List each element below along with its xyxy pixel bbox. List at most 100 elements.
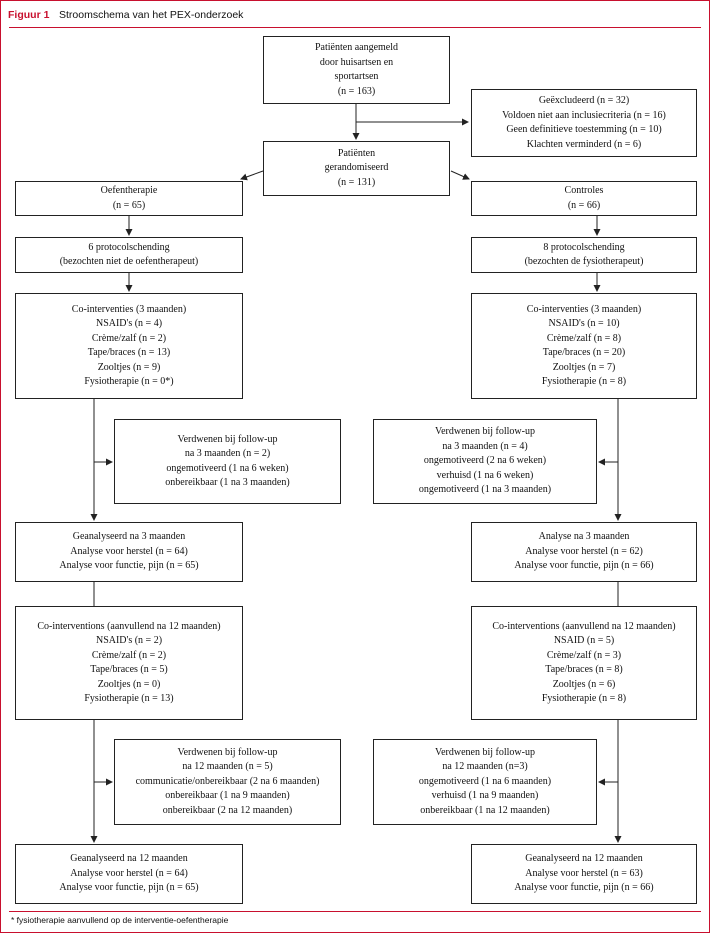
box-line: Co-interventies (3 maanden)	[526, 303, 642, 315]
box-line: Analyse voor functie, pijn (n = 66)	[514, 882, 654, 894]
box-line: ongemotiveerd (1 na 6 maanden)	[418, 775, 552, 787]
connector-to-controles	[450, 170, 470, 180]
figure-title: Stroomschema van het PEX-onderzoek	[59, 9, 244, 21]
box-cointerventions-3m-left: Co-interventies (3 maanden)NSAID's (n = …	[15, 293, 243, 399]
box-line: Analyse voor herstel (n = 64)	[70, 867, 188, 879]
box-line: Geen definitieve toestemming (n = 10)	[506, 124, 662, 135]
box-line: Zooltjes (n = 0)	[97, 678, 161, 690]
box-line: Patiënten aangemeld	[314, 42, 399, 53]
footnote: * fysiotherapie aanvullend op de interve…	[11, 915, 229, 925]
figure-label: Figuur 1	[8, 9, 50, 21]
box-line: Co-interventions (aanvullend na 12 maand…	[37, 620, 221, 632]
box-protocol-violation-right: 8 protocolschending (bezochten de fysioth…	[471, 237, 697, 273]
box-line: communicatie/onbereikbaar (2 na 6 maande…	[135, 775, 320, 787]
box-excluded: Geëxcludeerd (n = 32) Voldoen niet aan in…	[471, 89, 697, 157]
box-line: Analyse voor functie, pijn (n = 66)	[514, 560, 654, 572]
box-randomised: Patiënten gerandomiseerd (n = 131)	[263, 141, 450, 196]
box-patients-registered: Patiënten aangemeld door huisartsen en spo…	[263, 36, 450, 104]
box-lost-followup-12m-left: Verdwenen bij follow-up na 12 maanden (n …	[114, 739, 341, 825]
box-line: Geanalyseerd na 3 maanden	[72, 531, 186, 543]
box-line: NSAID's (n = 2)	[95, 635, 163, 646]
box-line: Fysiotherapie (n = 13)	[84, 693, 174, 704]
box-line: sportartsen	[334, 71, 379, 82]
box-line: Geëxcludeerd (n = 32)	[538, 95, 630, 106]
box-line: na 3 maanden (n = 4)	[442, 440, 528, 452]
box-line: door huisartsen en	[319, 56, 394, 68]
figure-header: Figuur 1 Stroomschema van het PEX-onderz…	[1, 1, 709, 27]
box-line: Co-interventions (aanvullend na 12 maand…	[492, 620, 676, 632]
box-line: Tape/braces (n = 20)	[542, 347, 626, 358]
box-line: Crème/zalf (n = 2)	[91, 649, 167, 661]
box-line: Patiënten	[337, 147, 376, 159]
box-line: Oefentherapie	[100, 185, 158, 196]
box-exercise-therapy: Oefentherapie (n = 65)	[15, 181, 243, 216]
box-line: onbereikbaar (1 na 12 maanden)	[420, 804, 550, 816]
box-line: onbereikbaar (1 na 3 maanden)	[165, 477, 290, 488]
box-lost-followup-3m-right: Verdwenen bij follow-up na 3 maanden (n =…	[373, 419, 597, 504]
box-line: Verdwenen bij follow-up	[435, 426, 535, 438]
box-line: Analyse voor herstel (n = 64)	[70, 545, 188, 557]
box-line: gerandomiseerd	[324, 162, 389, 174]
box-line: Zooltjes (n = 7)	[552, 361, 616, 373]
box-line: na 3 maanden (n = 2)	[184, 448, 271, 459]
box-line: Verdwenen bij follow-up	[177, 433, 278, 445]
box-line: (n = 65)	[112, 199, 146, 211]
box-line: na 12 maanden (n=3)	[442, 761, 528, 773]
box-line: ongemotiveerd (1 na 6 weken)	[166, 462, 289, 474]
connector-to-oefentherapie	[240, 170, 264, 181]
box-line: 6 protocolschending	[88, 241, 170, 253]
box-controls: Controles (n = 66)	[471, 181, 697, 216]
box-lost-followup-12m-right: Verdwenen bij follow-up na 12 maanden (n=…	[373, 739, 597, 825]
box-line: Analyse voor functie, pijn (n = 65)	[59, 560, 199, 572]
box-line: (n = 131)	[337, 176, 376, 188]
box-protocol-violation-left: 6 protocolschending (bezochten niet de oe…	[15, 237, 243, 273]
box-line: Tape/braces (n = 13)	[87, 347, 171, 358]
box-line: Voldoen niet aan inclusiecriteria (n = 1…	[502, 109, 666, 121]
box-line: ongemotiveerd (2 na 6 weken)	[423, 455, 547, 467]
box-line: Tape/braces (n = 5)	[90, 664, 168, 675]
box-line: Controles	[564, 185, 604, 196]
footer-rule	[9, 911, 701, 912]
box-line: Analyse na 3 maanden	[538, 531, 630, 543]
box-line: (bezochten de fysiotherapeut)	[524, 256, 644, 267]
box-line: (n = 163)	[337, 85, 376, 97]
box-line: na 12 maanden (n = 5)	[182, 761, 273, 773]
box-line: Crème/zalf (n = 3)	[546, 649, 622, 661]
box-line: verhuisd (1 na 9 maanden)	[431, 790, 539, 802]
box-line: onbereikbaar (1 na 9 maanden)	[165, 790, 290, 802]
box-line: Geanalyseerd na 12 maanden	[525, 853, 643, 865]
box-line: Verdwenen bij follow-up	[177, 746, 278, 758]
box-line: Zooltjes (n = 9)	[97, 361, 161, 373]
box-line: ongemotiveerd (1 na 3 maanden)	[418, 484, 552, 496]
box-cointerventions-3m-right: Co-interventies (3 maanden) NSAID's (n = …	[471, 293, 697, 399]
box-line: Crème/zalf (n = 8)	[546, 332, 622, 344]
box-line: Zooltjes (n = 6)	[552, 678, 616, 690]
box-line: NSAID's (n = 4)	[95, 318, 163, 329]
box-cointerventions-12m-left: Co-interventions (aanvullend na 12 maand…	[15, 606, 243, 720]
box-line: Analyse voor functie, pijn (n = 65)	[59, 882, 199, 894]
box-line: Geanalyseerd na 12 maanden	[70, 853, 188, 865]
box-lost-followup-3m-left: Verdwenen bij follow-up na 3 maanden (n =…	[114, 419, 341, 504]
box-line: Analyse voor herstel (n = 63)	[525, 867, 643, 879]
box-line: (bezochten niet de oefentherapeut)	[59, 256, 199, 267]
box-line: Crème/zalf (n = 2)	[91, 332, 167, 344]
box-cointerventions-12m-right: Co-interventions (aanvullend na 12 maand…	[471, 606, 697, 720]
box-line: Verdwenen bij follow-up	[435, 746, 535, 758]
box-line: Fysiotherapie (n = 8)	[541, 376, 627, 387]
box-line: onbereikbaar (2 na 12 maanden)	[162, 804, 293, 816]
box-line: Fysiotherapie (n = 0*)	[84, 376, 174, 387]
box-line: Fysiotherapie (n = 8)	[541, 693, 627, 704]
box-line: 8 protocolschending	[543, 241, 625, 253]
box-line: (n = 66)	[567, 199, 601, 211]
box-line: Tape/braces (n = 8)	[545, 664, 623, 675]
box-line: Klachten verminderd (n = 6)	[526, 138, 642, 150]
box-line: NSAID (n = 5)	[553, 635, 615, 646]
header-rule	[9, 27, 701, 28]
box-line: NSAID's (n = 10)	[548, 318, 620, 329]
